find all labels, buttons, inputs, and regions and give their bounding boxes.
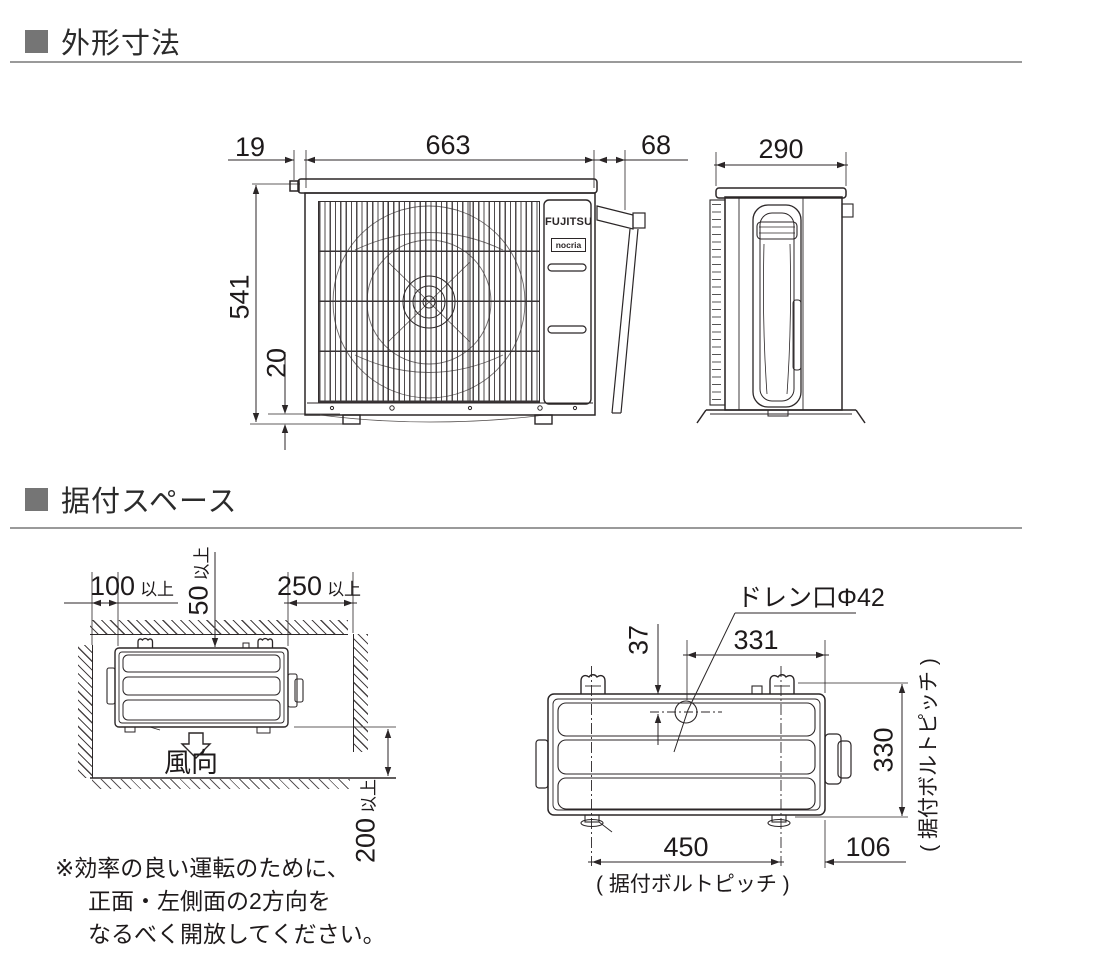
header-rule: [10, 527, 1022, 529]
drain-port-label: ドレン口Φ42: [737, 584, 885, 612]
note-line-1: ※効率の良い運転のために、: [55, 855, 350, 881]
section-header-dimensions: 外形寸法: [25, 20, 181, 62]
note-line-3: なるべく開放してください。: [88, 921, 386, 947]
fan-grille: [318, 201, 540, 403]
outline-dimensions: [228, 150, 848, 450]
dim-68-label: 68: [640, 130, 672, 160]
series-badge: nocria: [551, 238, 586, 252]
dim-106-label: 106: [845, 832, 891, 862]
left-wall-hatch: [78, 645, 93, 778]
dim-20-label: 20: [261, 347, 292, 379]
note-line-2: 正面・左側面の2方向を: [88, 888, 331, 914]
dim-330-label: 330: [868, 727, 899, 773]
side-view-drawing: [696, 187, 866, 424]
section-header-installation: 据付スペース: [25, 478, 238, 520]
bolt-pitch-drawing: [535, 612, 908, 868]
bolt-pitch-caption-bottom: ( 据付ボルトピッチ ): [596, 873, 790, 896]
dim-541-label: 541: [224, 274, 255, 320]
wind-direction-arrow-icon: [180, 732, 212, 759]
dim-19-label: 19: [234, 132, 266, 162]
dim-37-label: 37: [623, 624, 654, 656]
wind-direction-label: 風向: [164, 748, 218, 778]
dim-331-label: 331: [733, 625, 779, 655]
brand-logo: FUJITSU: [545, 216, 593, 228]
dim-290-label: 290: [758, 134, 804, 164]
corner-clearance-drawing: [64, 552, 396, 779]
dim-663-label: 663: [425, 130, 471, 160]
section-title-dimensions: 外形寸法: [61, 28, 182, 60]
ground-hatch: [92, 779, 350, 789]
right-wall-hatch: [353, 634, 368, 752]
bolt-pitch-caption-right: ( 据付ボルトピッチ ): [917, 658, 941, 852]
section-title-installation: 据付スペース: [61, 486, 238, 518]
header-square-icon: [25, 487, 48, 511]
side-coil-guard: [712, 204, 721, 402]
dim-450-label: 450: [663, 832, 709, 862]
header-rule: [10, 61, 1022, 63]
header-square-icon: [25, 29, 48, 53]
back-wall-hatch: [90, 620, 348, 635]
